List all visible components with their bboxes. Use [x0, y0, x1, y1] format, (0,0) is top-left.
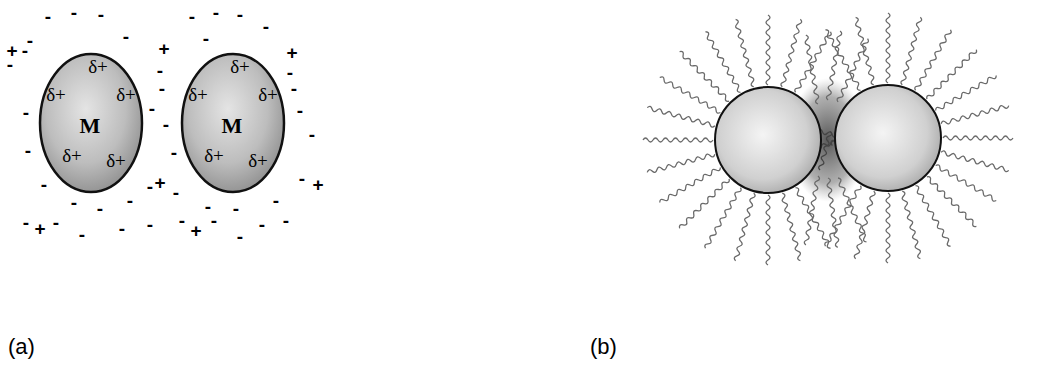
polymer-chain: [766, 195, 770, 265]
partial-charge: δ+: [46, 85, 66, 104]
molecule-ellipse: δ+ δ+ Mδ+ δ+ δ+: [180, 52, 286, 194]
charge-sign: +: [190, 221, 201, 240]
charge-sign: -: [179, 211, 185, 230]
partial-charge: δ+: [188, 85, 208, 104]
charge-sign: -: [123, 27, 129, 46]
polymer-chain: [704, 31, 742, 94]
polymer-chain: [804, 35, 820, 105]
polymer-chain: [826, 178, 840, 248]
polymer-chain: [886, 193, 890, 263]
polymer-chain: [780, 19, 802, 88]
polymer-chain: [766, 15, 770, 85]
charge-sign: -: [159, 79, 165, 98]
charge-sign: -: [147, 215, 153, 234]
charge-sign: -: [171, 143, 177, 162]
particle: [715, 87, 821, 193]
polymer-chain: [659, 166, 722, 204]
charge-sign: -: [163, 115, 169, 134]
polymer-chain: [854, 191, 876, 260]
polymer-chain: [826, 31, 842, 101]
polymer-chain: [734, 19, 756, 88]
partial-charge: δ+: [248, 151, 268, 170]
charge-sign: -: [97, 199, 103, 218]
charge-sign: -: [22, 41, 28, 60]
charge-sign: -: [157, 61, 163, 80]
charge-sign: +: [154, 173, 165, 192]
chains-right: [824, 13, 1013, 263]
polymer-chain: [824, 29, 862, 92]
charge-sign: -: [203, 29, 209, 48]
polymer-chain: [804, 176, 820, 246]
charge-sign: -: [98, 5, 104, 24]
charge-sign: -: [147, 177, 153, 196]
partial-charge: δ+: [116, 85, 136, 104]
charge-sign: -: [127, 191, 133, 210]
ellipse-shape: [40, 54, 142, 192]
charge-sign: -: [119, 219, 125, 238]
panel-label: (a): [8, 336, 35, 358]
charge-sign: -: [291, 79, 297, 98]
polymer-chain: [643, 138, 713, 142]
polymer-chain: [914, 185, 952, 248]
partial-charge: δ+: [62, 146, 82, 165]
panel-label: (b): [590, 336, 617, 358]
charge-sign: -: [71, 2, 77, 21]
molecule-ellipse: δ+ δ+ Mδ+ δ+ δ+: [38, 52, 144, 194]
polymer-chain: [900, 191, 922, 260]
charge-sign: -: [79, 225, 85, 244]
charge-sign: -: [149, 99, 155, 118]
partial-charge: δ+: [106, 151, 126, 170]
charge-sign: -: [53, 213, 59, 232]
charge-sign: -: [259, 215, 265, 234]
chains-left: [643, 15, 832, 265]
charge-sign: -: [283, 211, 289, 230]
partial-charge: δ+: [88, 57, 108, 76]
charge-sign: -: [7, 55, 13, 74]
charge-sign: -: [41, 175, 47, 194]
charge-sign: -: [23, 213, 29, 232]
charge-sign: -: [205, 197, 211, 216]
charge-sign: +: [158, 39, 169, 58]
charge-sign: +: [312, 175, 323, 194]
partial-charge: δ+: [230, 57, 250, 76]
polymer-chain: [836, 177, 868, 243]
particle: [835, 85, 941, 191]
charge-sign: -: [309, 125, 315, 144]
partial-charge: δ+: [204, 146, 224, 165]
charge-sign: -: [273, 191, 279, 210]
charge-sign: -: [45, 7, 51, 26]
polymer-chain: [900, 17, 922, 86]
charge-sign: -: [237, 5, 243, 24]
charge-sign: -: [173, 183, 179, 202]
polymer-chain: [854, 17, 876, 86]
polymer-chain: [935, 74, 998, 112]
charge-sign: -: [299, 169, 305, 188]
ellipse-shape: [182, 54, 284, 192]
polymer-chain: [941, 150, 1010, 172]
polymer-chain: [734, 193, 756, 262]
polymer-chain: [647, 106, 716, 128]
charge-sign: -: [213, 2, 219, 21]
charge-sign: -: [25, 141, 31, 160]
charge-sign: -: [237, 227, 243, 246]
polymer-chain: [886, 13, 890, 83]
metal-symbol: M: [222, 115, 243, 137]
charge-sign: -: [297, 101, 303, 120]
charge-sign: +: [286, 43, 297, 62]
charge-sign: -: [263, 17, 269, 36]
charge-sign: -: [233, 199, 239, 218]
charge-sign: +: [34, 219, 45, 238]
metal-symbol: M: [80, 115, 101, 137]
polymer-chain: [941, 104, 1010, 126]
charge-sign: -: [23, 103, 29, 122]
charge-sign: -: [71, 193, 77, 212]
partial-charge: δ+: [258, 85, 278, 104]
charge-sign: -: [211, 211, 217, 230]
charge-sign: -: [189, 7, 195, 26]
polymer-chain: [780, 193, 802, 262]
polymer-chain: [647, 152, 716, 174]
polymer-chain: [943, 136, 1013, 140]
